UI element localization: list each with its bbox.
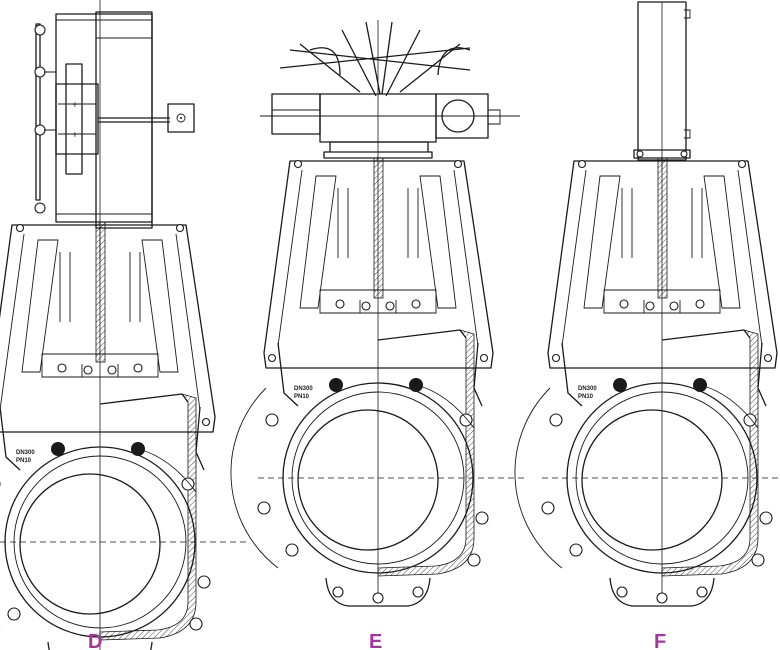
valve-f-actuator [633, 1, 691, 170]
valve-d: DN300 PN10 [0, 219, 251, 650]
valve-f-plate-size: DN300 [578, 386, 597, 392]
svg-text:+: + [72, 130, 78, 141]
valve-d-plate-size: DN300 [16, 450, 35, 456]
valve-f-label: F [654, 631, 666, 650]
valve-d-actuator: + + [34, 0, 195, 260]
valve-e-plate-size: DN300 [294, 386, 313, 392]
valve-e-actuator [260, 20, 520, 160]
valve-e: DN300 PN10 [230, 155, 529, 607]
valve-d-label: D [88, 631, 102, 650]
svg-text:+: + [72, 100, 78, 111]
valve-d-plate-pressure: PN10 [16, 458, 32, 464]
valve-e-plate-pressure: PN10 [294, 394, 310, 400]
valve-e-label: E [369, 631, 382, 650]
valve-f-plate-pressure: PN10 [578, 394, 594, 400]
valve-f: DN300 PN10 [514, 155, 780, 607]
